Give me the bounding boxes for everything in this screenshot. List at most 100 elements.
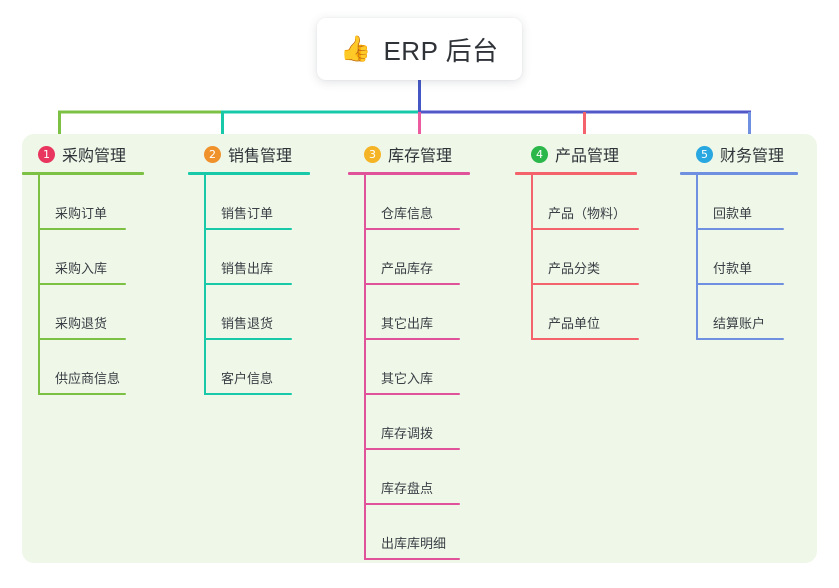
branch-item-underline (38, 228, 126, 230)
branch-column-1: 1 采购管理采购订单采购入库采购退货供应商信息 (22, 141, 144, 395)
branch-item-label: 客户信息 (221, 371, 274, 386)
branch-item-underline (696, 338, 784, 340)
branch-title: 财务管理 (720, 148, 785, 165)
branch-header-3[interactable]: 3 库存管理 (348, 141, 470, 167)
branch-item-underline (364, 393, 460, 395)
branch-column-2: 2 销售管理销售订单销售出库销售退货客户信息 (188, 141, 310, 395)
root-title: ERP 后台 (383, 35, 499, 66)
branch-item-underline (204, 393, 292, 395)
branch-item-label: 库存盘点 (381, 481, 434, 496)
branches-panel (22, 134, 817, 563)
branch-item[interactable]: 结算账户 (680, 285, 798, 340)
branch-item[interactable]: 产品库存 (348, 230, 470, 285)
branch-item[interactable]: 产品单位 (515, 285, 639, 340)
branch-title: 采购管理 (62, 148, 127, 165)
branch-item-label: 付款单 (713, 261, 753, 276)
branch-item-label: 产品单位 (548, 316, 601, 331)
branch-number-badge: 3 (364, 145, 381, 163)
branch-item[interactable]: 仓库信息 (348, 175, 470, 230)
branch-title: 产品管理 (555, 148, 620, 165)
branch-item-underline (364, 503, 460, 505)
branch-item-underline (38, 283, 126, 285)
branch-item-label: 销售订单 (221, 206, 274, 221)
branch-item-label: 采购订单 (55, 206, 108, 221)
branch-header-1[interactable]: 1 采购管理 (22, 141, 144, 167)
branch-number-badge: 2 (204, 145, 221, 163)
branch-item-underline (364, 338, 460, 340)
branch-item-label: 其它入库 (381, 371, 434, 386)
branch-item-label: 仓库信息 (381, 206, 434, 221)
branch-item-label: 产品（物料） (548, 206, 627, 221)
branch-header-5[interactable]: 5 财务管理 (680, 141, 798, 167)
branch-title: 库存管理 (388, 148, 453, 165)
branch-items: 回款单付款单结算账户 (680, 175, 798, 340)
branch-item[interactable]: 库存调拨 (348, 395, 470, 450)
branch-item[interactable]: 其它出库 (348, 285, 470, 340)
thumbs-up-icon: 👍 (340, 34, 372, 63)
branch-item[interactable]: 回款单 (680, 175, 798, 230)
branch-item-underline (531, 338, 639, 340)
branch-column-3: 3 库存管理仓库信息产品库存其它出库其它入库库存调拨库存盘点出库库明细 (348, 141, 470, 560)
branch-number-badge: 1 (38, 145, 55, 163)
branch-item[interactable]: 产品（物料） (515, 175, 639, 230)
branch-column-4: 4 产品管理产品（物料） 产品分类产品单位 (515, 141, 639, 340)
branch-header-4[interactable]: 4 产品管理 (515, 141, 637, 167)
root-node[interactable]: 👍 ERP 后台 (317, 18, 522, 80)
branch-underline (188, 172, 310, 175)
branch-item-label: 供应商信息 (55, 371, 121, 386)
branch-header-2[interactable]: 2 销售管理 (188, 141, 310, 167)
branch-number-badge: 5 (696, 145, 713, 163)
branch-column-5: 5 财务管理回款单付款单结算账户 (680, 141, 798, 340)
branch-item-underline (38, 338, 126, 340)
branch-items: 采购订单采购入库采购退货供应商信息 (22, 175, 144, 395)
branch-spine (38, 175, 40, 395)
branch-item-underline (364, 283, 460, 285)
branch-title: 销售管理 (228, 148, 293, 165)
branch-item-underline (531, 228, 639, 230)
branch-items: 产品（物料） 产品分类产品单位 (515, 175, 639, 340)
branch-spine (364, 175, 366, 560)
branch-item-label: 出库库明细 (381, 536, 447, 551)
branch-item[interactable]: 采购入库 (22, 230, 144, 285)
branch-item-underline (531, 283, 639, 285)
branch-items: 销售订单销售出库销售退货客户信息 (188, 175, 310, 395)
branch-item[interactable]: 供应商信息 (22, 340, 144, 395)
branch-underline (515, 172, 637, 175)
branch-item-label: 库存调拨 (381, 426, 434, 441)
branch-item-underline (696, 228, 784, 230)
branch-item[interactable]: 付款单 (680, 230, 798, 285)
branch-item-label: 采购退货 (55, 316, 108, 331)
branch-item[interactable]: 采购退货 (22, 285, 144, 340)
branch-underline (348, 172, 470, 175)
branch-item-underline (204, 283, 292, 285)
branch-item[interactable]: 产品分类 (515, 230, 639, 285)
branch-item[interactable]: 销售出库 (188, 230, 310, 285)
branch-spine (696, 175, 698, 340)
branch-item-label: 销售出库 (221, 261, 274, 276)
branch-item-underline (364, 448, 460, 450)
branch-item-label: 结算账户 (713, 316, 766, 331)
branch-item-underline (38, 393, 126, 395)
branch-underline (22, 172, 144, 175)
branch-spine (204, 175, 206, 395)
branch-item-label: 回款单 (713, 206, 753, 221)
branch-item-label: 采购入库 (55, 261, 108, 276)
branch-item[interactable]: 采购订单 (22, 175, 144, 230)
branch-item[interactable]: 库存盘点 (348, 450, 470, 505)
branch-item-label: 其它出库 (381, 316, 434, 331)
branch-item[interactable]: 客户信息 (188, 340, 310, 395)
branch-item-underline (364, 558, 460, 560)
branch-number-badge: 4 (531, 145, 548, 163)
branch-items: 仓库信息产品库存其它出库其它入库库存调拨库存盘点出库库明细 (348, 175, 470, 560)
branch-item-label: 产品库存 (381, 261, 434, 276)
branch-item[interactable]: 其它入库 (348, 340, 470, 395)
branch-spine (531, 175, 533, 340)
branch-item-label: 产品分类 (548, 261, 601, 276)
branch-item[interactable]: 销售退货 (188, 285, 310, 340)
branch-item[interactable]: 出库库明细 (348, 505, 470, 560)
branch-underline (680, 172, 798, 175)
branch-item[interactable]: 销售订单 (188, 175, 310, 230)
branch-item-underline (204, 338, 292, 340)
branch-item-label: 销售退货 (221, 316, 274, 331)
